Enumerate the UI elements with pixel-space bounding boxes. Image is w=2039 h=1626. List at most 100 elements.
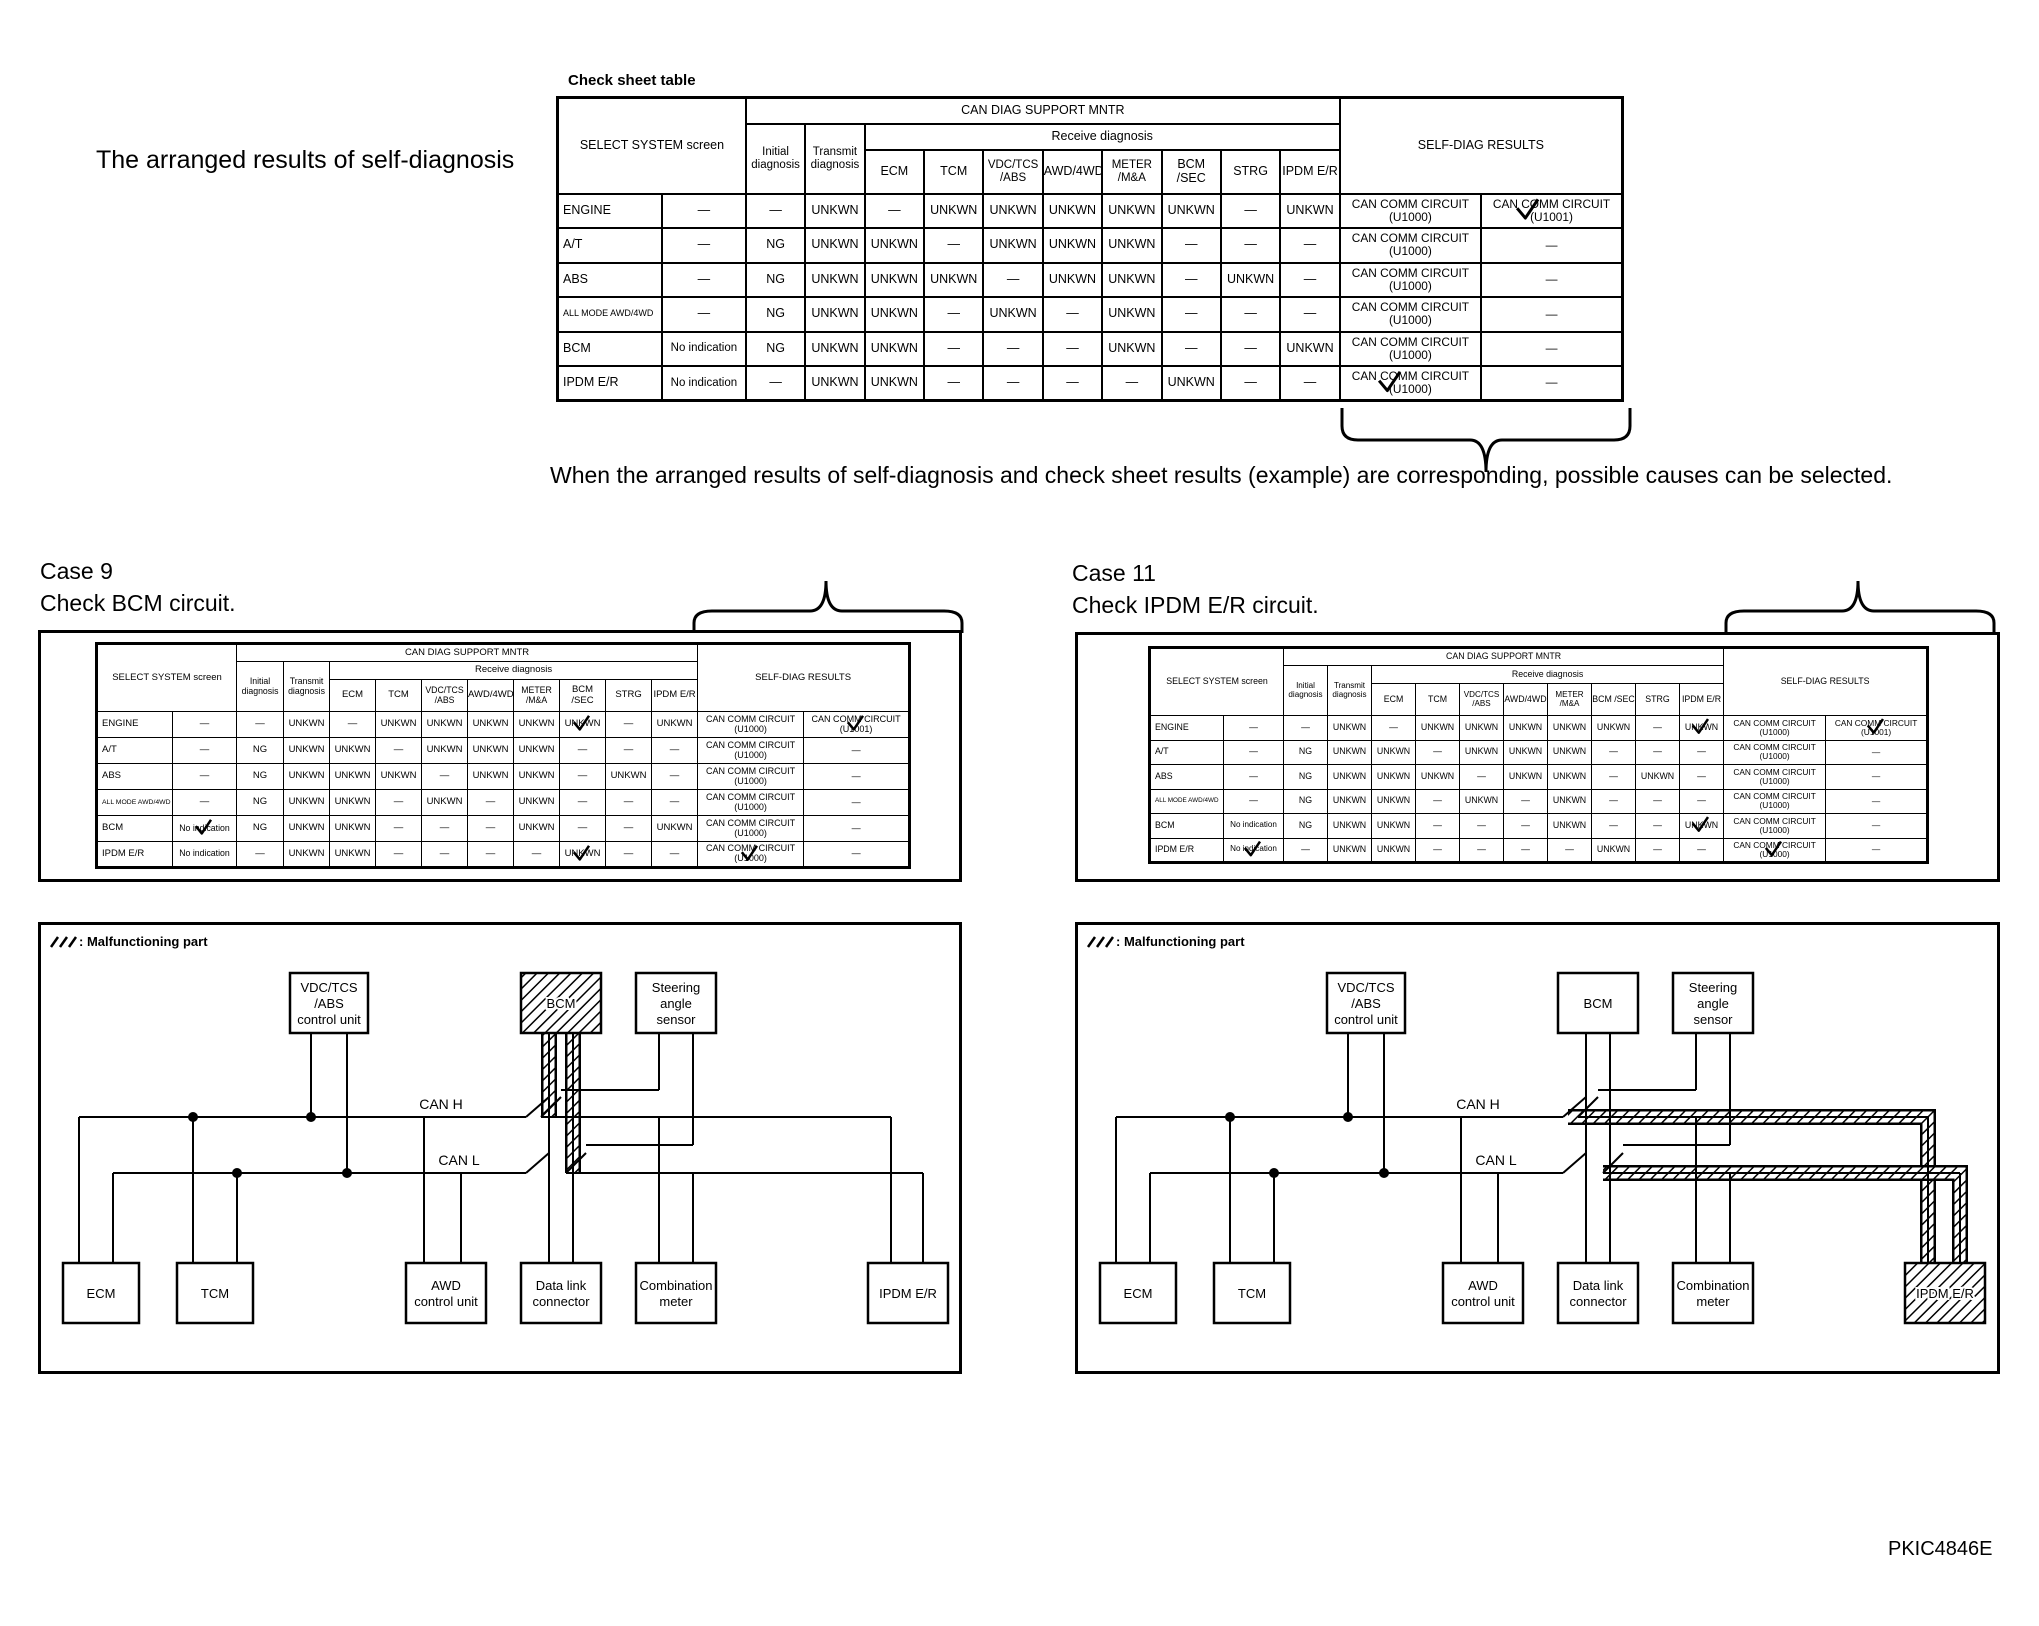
receive-diagnosis-value: — [1160, 261, 1222, 298]
system-name: BCM [1149, 813, 1224, 839]
receive-diagnosis-value: UNKWN [1503, 764, 1548, 790]
transmit-diagnosis-value: UNKWN [1327, 764, 1372, 790]
header-initial: Initial diagnosis [744, 122, 807, 195]
receive-diagnosis-value: UNKWN [329, 841, 377, 868]
junction-dot [1225, 1112, 1235, 1122]
receive-diagnosis-value: — [375, 815, 423, 842]
transmit-diagnosis-value: UNKWN [283, 711, 331, 738]
self-diag-result-2: — [1480, 365, 1624, 402]
self-diag-result-1: CAN COMM CIRCUIT (U1000) [697, 815, 805, 842]
receive-diagnosis-value: UNKWN [467, 763, 515, 790]
receive-diagnosis-value: UNKWN [1459, 788, 1504, 814]
receive-diagnosis-value: — [1041, 365, 1104, 402]
receive-diagnosis-value: UNKWN [329, 815, 377, 842]
header-can-diag: CAN DIAG SUPPORT MNTR [236, 643, 699, 662]
select-system-value: — [1223, 788, 1284, 814]
receive-diagnosis-value: UNKWN [1041, 227, 1104, 264]
ecm-unit-box [1098, 1261, 1178, 1325]
receive-diagnosis-value: — [559, 815, 607, 842]
header-receive-col: IPDM E/R [1678, 683, 1725, 716]
receive-diagnosis-value: — [605, 841, 653, 868]
select-system-value: — [171, 711, 238, 738]
receive-diagnosis-value: UNKWN [1459, 739, 1504, 765]
receive-diagnosis-value: UNKWN [1101, 296, 1163, 333]
vdc-unit-label: VDC/TCS [1337, 980, 1394, 995]
system-name: A/T [556, 227, 663, 264]
self-diag-result-1: CAN COMM CIRCUIT (U1000) [697, 763, 805, 790]
junction-dot [1379, 1168, 1389, 1178]
self-diag-result-1: CAN COMM CIRCUIT (U1000) [1723, 813, 1827, 839]
system-name: ALL MODE AWD/4WD [556, 296, 663, 333]
initial-diagnosis-value: NG [1283, 764, 1328, 790]
header-transmit: Transmit diagnosis [804, 122, 866, 195]
select-system-value: — [171, 789, 238, 816]
receive-diagnosis-value: — [513, 841, 561, 868]
receive-diagnosis-value: — [982, 261, 1044, 298]
initial-diagnosis-value: — [1283, 837, 1328, 863]
system-name: BCM [556, 330, 663, 367]
receive-diagnosis-value: UNKWN [1547, 788, 1592, 814]
receive-diagnosis-value: — [1591, 739, 1636, 765]
case11-brace [1724, 580, 1996, 633]
receive-diagnosis-value: — [1219, 365, 1282, 402]
initial-diagnosis-value: — [744, 192, 807, 229]
header-can-diag: CAN DIAG SUPPORT MNTR [744, 96, 1341, 125]
junction-wire [1577, 1096, 1599, 1118]
receive-diagnosis-value: — [863, 192, 926, 229]
header-receive-col: VDC/TCS /ABS [421, 679, 469, 712]
receive-diagnosis-value: UNKWN [1371, 813, 1416, 839]
receive-diagnosis-value: — [375, 737, 423, 764]
header-initial: Initial diagnosis [1283, 665, 1328, 716]
receive-diagnosis-value: UNKWN [982, 296, 1044, 333]
receive-diagnosis-value: UNKWN [1041, 261, 1104, 298]
system-name: IPDM E/R [556, 365, 663, 402]
receive-diagnosis-value: — [651, 789, 699, 816]
receive-diagnosis-value: UNKWN [1678, 813, 1725, 839]
select-system-value: — [660, 227, 747, 264]
header-receive-col: METER /M&A [1547, 683, 1592, 716]
receive-diagnosis-value: UNKWN [513, 815, 561, 842]
system-name: ENGINE [96, 711, 173, 738]
system-name: IPDM E/R [96, 841, 173, 868]
receive-diagnosis-value: — [1415, 788, 1460, 814]
header-receive: Receive diagnosis [1370, 665, 1725, 684]
case9-title: Case 9 [40, 558, 113, 584]
bcm-unit-box [519, 971, 603, 1035]
receive-diagnosis-value: UNKWN [375, 763, 423, 790]
junction-dot [1269, 1168, 1279, 1178]
receive-diagnosis-value: — [559, 737, 607, 764]
header-receive-col: BCM /SEC [1160, 148, 1222, 195]
receive-diagnosis-value: UNKWN [982, 192, 1044, 229]
initial-diagnosis-value: NG [744, 330, 807, 367]
receive-diagnosis-value: UNKWN [329, 737, 377, 764]
transmit-diagnosis-value: UNKWN [283, 841, 331, 868]
junction-dot [232, 1168, 242, 1178]
receive-diagnosis-value: — [375, 841, 423, 868]
receive-diagnosis-value: — [651, 737, 699, 764]
receive-diagnosis-value: — [1219, 192, 1282, 229]
tcm-unit-box [1212, 1261, 1292, 1325]
case9-subtitle: Check BCM circuit. [40, 590, 236, 616]
receive-diagnosis-value: — [923, 227, 985, 264]
receive-diagnosis-value: — [375, 789, 423, 816]
receive-diagnosis-value: UNKWN [421, 737, 469, 764]
tcm-unit-box [175, 1261, 255, 1325]
legend-label: : Malfunctioning part [1116, 934, 1245, 949]
header-select-system: SELECT SYSTEM screen [556, 96, 747, 195]
self-diag-result-2: — [803, 737, 911, 764]
header-initial: Initial diagnosis [236, 661, 285, 712]
receive-diagnosis-value: — [605, 815, 653, 842]
receive-diagnosis-value: — [923, 330, 985, 367]
case11-subtitle: Check IPDM E/R circuit. [1072, 592, 1319, 618]
ecm-unit-label: ECM [87, 1286, 116, 1301]
legend-hatch-icon [49, 936, 78, 948]
self-diag-result-2: — [1825, 837, 1929, 863]
header-select-system: SELECT SYSTEM screen [1149, 647, 1284, 716]
